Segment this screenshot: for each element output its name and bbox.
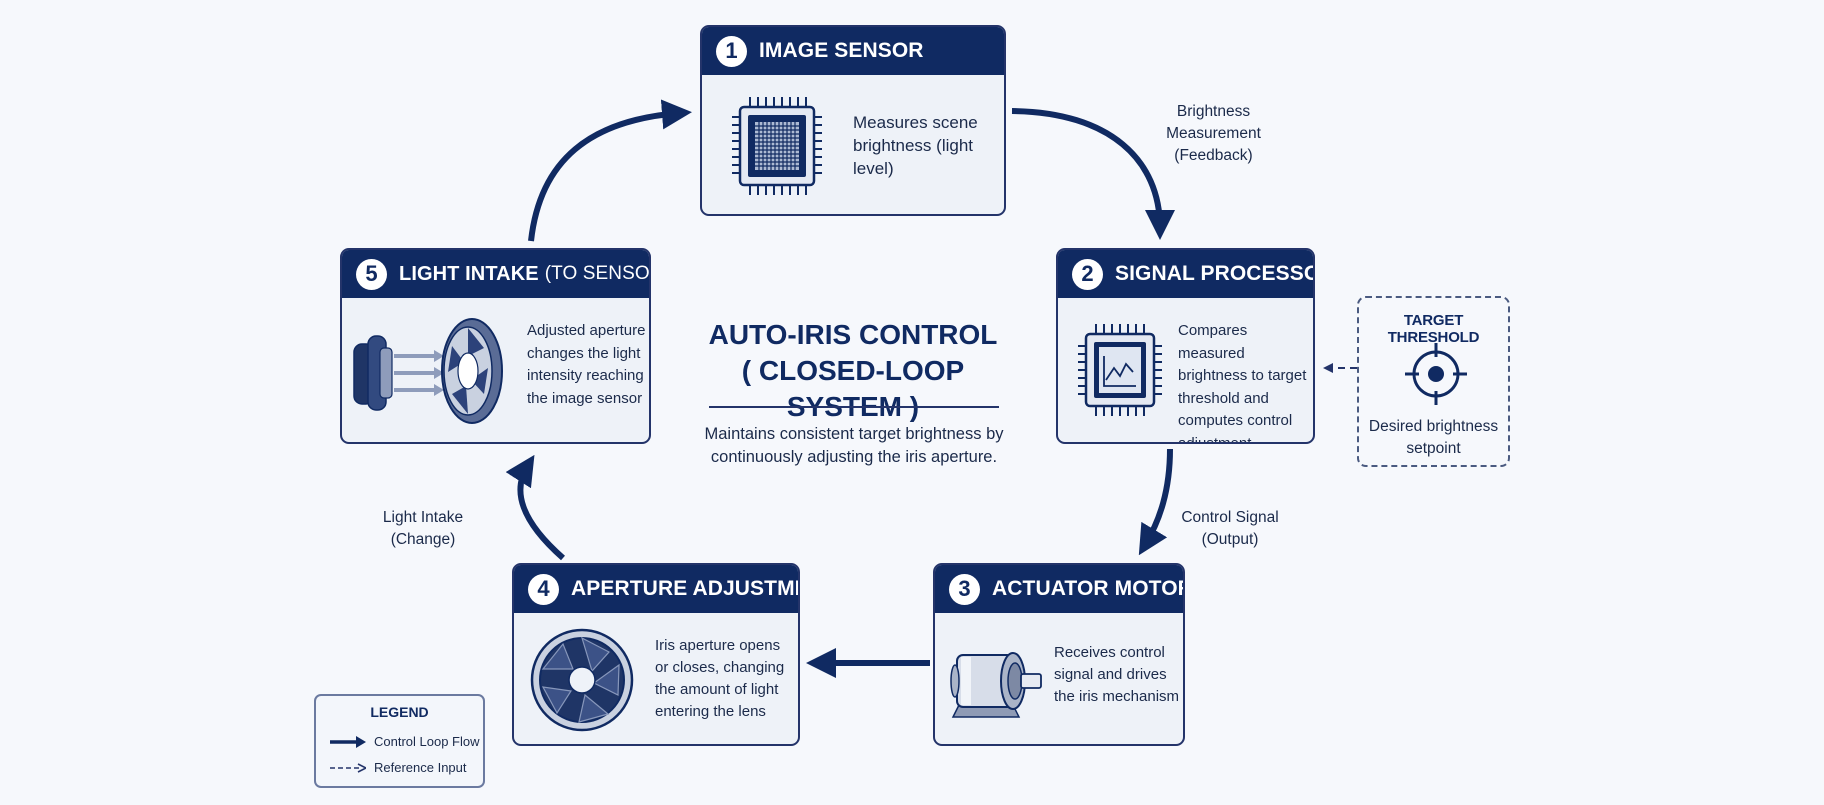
node-header: 3 ACTUATOR MOTOR [935,565,1183,613]
node-description: Iris aperture opens or closes, changing … [655,637,785,720]
node-description: Adjusted aperture changes the light inte… [527,322,646,407]
step-number-badge: 5 [356,258,387,290]
diagram-title-line1: AUTO-IRIS CONTROL [708,319,998,350]
node-light-intake: 5 LIGHT INTAKE (TO SENSOR) [340,248,651,444]
node-image-sensor: 1 IMAGE SENSOR Measures scene brigh [700,25,1006,216]
node-actuator-motor: 3 ACTUATOR MOTOR Receives control signal… [933,563,1185,746]
motor-icon [950,652,1042,718]
step-number-badge: 3 [949,573,980,605]
legend: LEGEND Control Loop Flow Reference Input [314,694,485,788]
node-description: Receives control signal and drives the i… [1054,644,1180,705]
node-aperture-adjustment: 4 APERTURE ADJUSTMENT Iris aperture open… [512,563,800,746]
step-number-badge: 2 [1072,258,1103,290]
node-title: ACTUATOR MOTOR [992,577,1185,600]
flow-label-control-signal: Control Signal (Output) [1181,509,1279,548]
image-sensor-chip-icon [732,97,822,195]
node-header: 1 IMAGE SENSOR [702,27,1004,75]
node-title: SIGNAL PROCESSOR [1115,262,1315,285]
target-threshold-description: Desired brightness setpoint [1368,418,1499,457]
legend-item-control-loop: Control Loop Flow [330,734,480,749]
node-description: Measures scene brightness (light level) [853,113,978,178]
legend-title: LEGEND [370,704,429,720]
flow-label-brightness-measurement: Brightness Measurement (Feedback) [1166,103,1261,164]
flow-label-light-intake: Light Intake (Change) [382,509,464,548]
legend-item-label: Reference Input [374,760,467,775]
node-title: LIGHT INTAKE [399,262,539,285]
node-header: 4 APERTURE ADJUSTMENT [514,565,798,613]
dashed-arrow-icon [330,762,366,773]
diagram-title: AUTO-IRIS CONTROL ( CLOSED-LOOP SYSTEM ) [700,317,1006,425]
processor-chip-icon [1078,324,1162,416]
target-threshold-box: TARGET THRESHOLD Desired brightness setp… [1357,296,1510,467]
node-description: Compares measured brightness to target t… [1178,322,1307,444]
target-icon [1405,343,1467,405]
solid-arrow-icon [330,735,366,748]
node-title: IMAGE SENSOR [759,39,924,62]
target-threshold-title: TARGET THRESHOLD [1387,312,1480,346]
arrow-aperture-to-light-intake [505,454,565,561]
lens-light-icon [353,318,503,424]
arrow-light-intake-to-sensor [528,99,692,242]
aperture-icon [530,628,634,732]
node-title-suffix: (TO SENSOR) [544,263,650,284]
arrow-processor-to-actuator [1138,448,1173,556]
diagram-description: Maintains consistent target brightness b… [704,425,1004,466]
node-header: 5 LIGHT INTAKE (TO SENSOR) [342,250,649,298]
node-signal-processor: 2 SIGNAL PROCESSOR Compares measured bri… [1056,248,1315,444]
step-number-badge: 1 [716,35,747,67]
arrow-sensor-to-processor [1011,108,1175,240]
legend-item-label: Control Loop Flow [374,734,480,749]
node-header: 2 SIGNAL PROCESSOR [1058,250,1313,298]
node-title: APERTURE ADJUSTMENT [571,577,798,600]
title-divider [709,406,999,408]
legend-item-reference-input: Reference Input [330,760,467,775]
diagram-title-line2: ( CLOSED-LOOP SYSTEM ) [741,355,965,422]
step-number-badge: 4 [528,573,559,605]
